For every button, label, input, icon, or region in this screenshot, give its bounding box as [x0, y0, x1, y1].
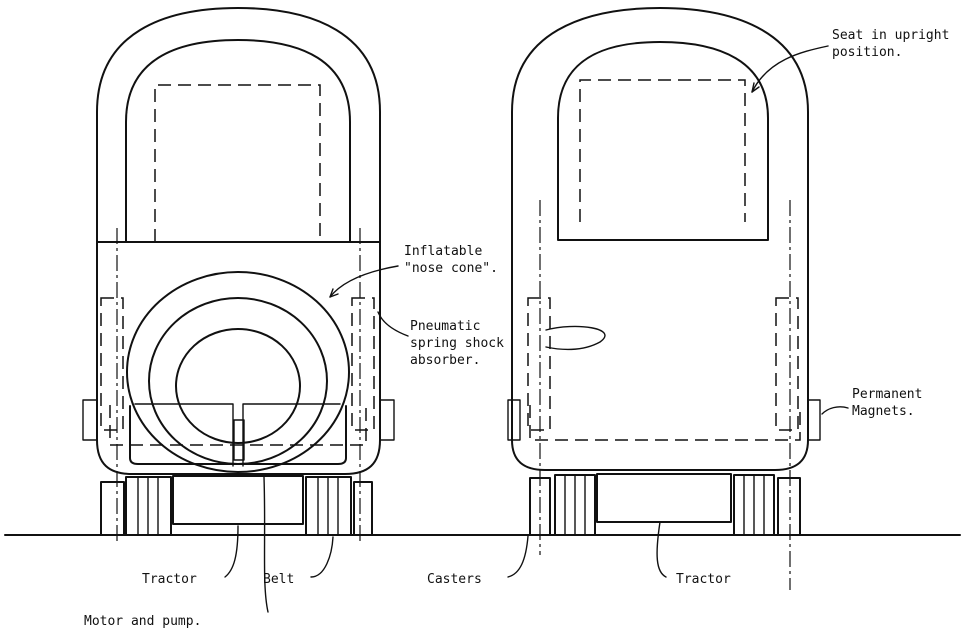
- right-shock-b: [775, 297, 799, 431]
- left-caster-a: [100, 481, 125, 536]
- label-seat-1: Seat in upright: [832, 28, 949, 43]
- right-tractor-box: [596, 473, 732, 523]
- right-shock-a: [527, 297, 551, 431]
- nose-cone-outer: [126, 271, 350, 473]
- right-caster-b: [777, 477, 801, 536]
- right-magnet-a: [507, 399, 521, 441]
- magnets-leader: [821, 406, 849, 415]
- left-housing: [109, 405, 367, 446]
- motor-leader: [263, 476, 269, 613]
- label-tractor-left: Tractor: [142, 572, 197, 587]
- left-caster-b: [353, 481, 373, 536]
- right-seat: [579, 79, 746, 222]
- label-shock-1: Pneumatic: [410, 319, 480, 334]
- center-post: [233, 419, 245, 461]
- left-view: [82, 7, 395, 545]
- right-track-b: [733, 474, 775, 536]
- left-hood-inner: [125, 39, 351, 243]
- left-track-a: [125, 476, 172, 536]
- tractor-right-leader: [656, 521, 667, 578]
- casters-leader: [507, 535, 529, 578]
- left-frame-divider: [134, 403, 341, 467]
- left-shock-absorber: [100, 297, 124, 431]
- label-belt: Belt: [263, 572, 294, 587]
- left-seat: [154, 84, 321, 242]
- motor-pump-box: [172, 475, 304, 525]
- left-hood-outer: [96, 7, 381, 243]
- shock-leader-right: [545, 325, 606, 351]
- seat-leader: [751, 45, 829, 93]
- right-track-a: [554, 474, 596, 536]
- right-body-bottom: [511, 439, 809, 471]
- label-shock-2: spring shock: [410, 336, 504, 351]
- right-caster-a: [529, 477, 551, 536]
- label-nose-cone-1: Inflatable: [404, 244, 482, 259]
- label-seat-2: position.: [832, 45, 902, 60]
- right-window: [557, 41, 769, 241]
- label-nose-cone-2: "nose cone".: [404, 261, 498, 276]
- shock-leader-left: [377, 311, 409, 337]
- tractor-left-leader: [224, 525, 239, 578]
- nose-cone-inner: [175, 328, 301, 444]
- label-casters: Casters: [427, 572, 482, 587]
- label-magnets-1: Permanent: [852, 387, 922, 402]
- label-tractor-right: Tractor: [676, 572, 731, 587]
- right-shock-absorber: [351, 297, 375, 431]
- label-shock-3: absorber.: [410, 353, 480, 368]
- left-magnet-a: [82, 399, 98, 441]
- left-magnet-b: [379, 399, 395, 441]
- label-motor-pump: Motor and pump.: [84, 614, 201, 629]
- label-magnets-2: Magnets.: [852, 404, 915, 419]
- right-magnet-b: [807, 399, 821, 441]
- left-inner-frame: [129, 405, 347, 465]
- nose-cone-leader: [329, 265, 399, 298]
- leader-lines: [224, 45, 849, 613]
- left-track-b: [305, 476, 352, 536]
- belt-leader: [310, 536, 334, 578]
- left-body: [96, 241, 381, 475]
- right-hood-outer: [511, 7, 809, 441]
- right-view: [507, 7, 821, 590]
- right-housing: [529, 405, 801, 441]
